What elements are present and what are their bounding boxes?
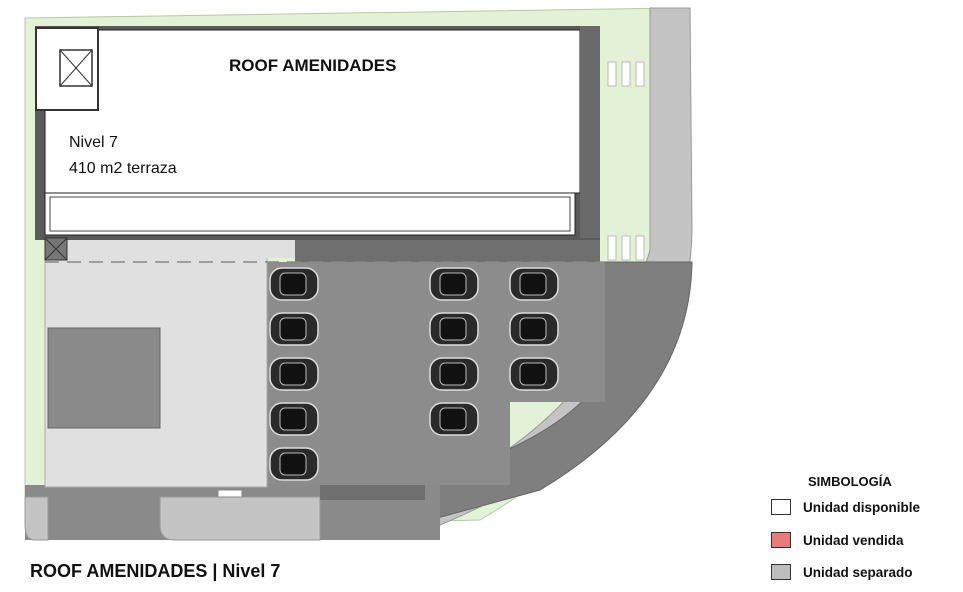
crosswalk-top xyxy=(607,61,645,87)
amenities-label: ROOF AMENIDADES xyxy=(229,56,397,75)
right-wall xyxy=(580,26,600,238)
parked-car xyxy=(429,402,479,436)
legend-swatch-sold xyxy=(771,532,791,548)
court-void xyxy=(47,327,161,429)
light-court-top xyxy=(45,238,295,258)
parked-car xyxy=(429,267,479,301)
legend-label-available: Unidad disponible xyxy=(803,499,920,515)
parked-car xyxy=(269,357,319,391)
bottom-sidewalk-mid xyxy=(159,496,321,541)
level-label: Nivel 7 xyxy=(69,134,118,151)
elevator-x2 xyxy=(59,49,93,87)
parked-car xyxy=(509,267,559,301)
crosswalk-bottom xyxy=(607,235,645,261)
court-gate xyxy=(217,489,243,498)
column-x2 xyxy=(44,237,68,261)
legend-item-sold: Unidad vendida xyxy=(771,530,904,550)
bottom-sidewalk-left xyxy=(24,496,49,541)
footer-title: ROOF AMENIDADES | Nivel 7 xyxy=(30,561,281,581)
legend-label-reserved: Unidad separado xyxy=(803,564,913,580)
terrace-area-label: 410 m2 terraza xyxy=(69,160,177,177)
legend-title: SIMBOLOGÍA xyxy=(808,474,892,489)
terrace-inner xyxy=(49,196,571,232)
amenities-room xyxy=(44,29,581,194)
street-dark-curve xyxy=(424,261,693,521)
legend-swatch-reserved xyxy=(771,564,791,580)
parked-car xyxy=(269,447,319,481)
ramp-strip xyxy=(320,485,425,500)
parked-car xyxy=(509,312,559,346)
parked-car xyxy=(269,267,319,301)
parked-cars xyxy=(269,267,559,481)
parked-car xyxy=(269,312,319,346)
parked-car xyxy=(509,357,559,391)
parked-car xyxy=(429,357,479,391)
parked-car xyxy=(269,402,319,436)
drive-strip xyxy=(295,238,600,262)
parked-car xyxy=(429,312,479,346)
legend-swatch-available xyxy=(771,499,791,515)
legend-label-sold: Unidad vendida xyxy=(803,532,904,548)
legend-item-reserved: Unidad separado xyxy=(771,562,913,582)
legend-item-available: Unidad disponible xyxy=(771,497,920,517)
